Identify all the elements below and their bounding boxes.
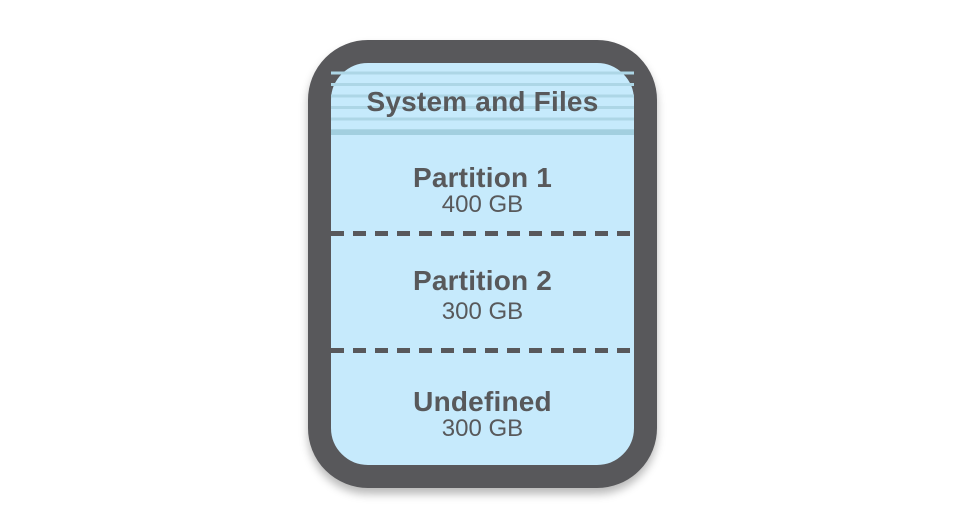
undefined-partition-label: Undefined [413, 386, 552, 417]
disk-container: System and Files Partition 1 400 GB Part… [308, 40, 657, 488]
undefined-partition-size: 300 GB [441, 415, 524, 442]
system-files-striped-header [331, 63, 634, 135]
partition-divider-2 [331, 348, 634, 353]
system-files-label: System and Files [366, 86, 599, 117]
partition-1-label: Partition 1 [412, 162, 553, 193]
partition-2-label: Partition 2 [412, 265, 553, 296]
partition-1-size: 400 GB [441, 191, 524, 218]
partition-2-size: 300 GB [441, 298, 524, 325]
partition-divider-1 [331, 231, 634, 236]
disk-inner-area: System and Files Partition 1 400 GB Part… [331, 63, 634, 465]
